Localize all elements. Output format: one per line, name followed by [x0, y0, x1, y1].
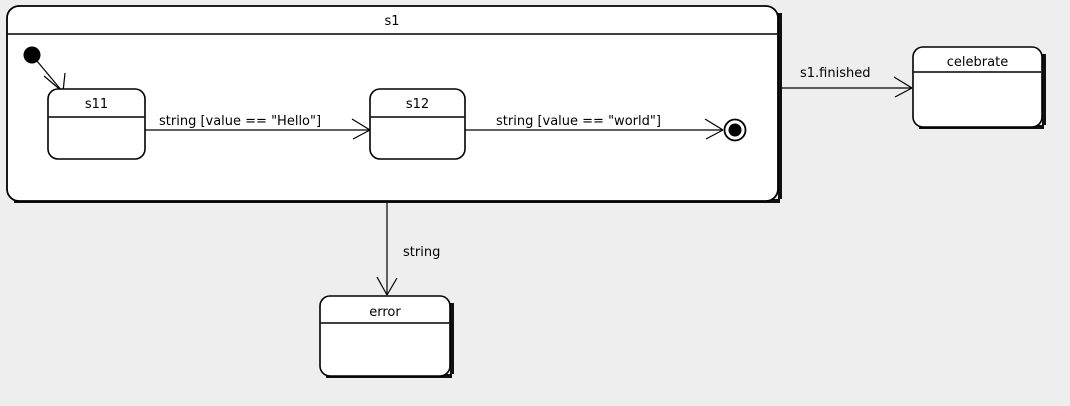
transition-s11-to-s12[interactable]: string [value == "Hello"]: [145, 114, 371, 140]
initial-state-dot[interactable]: [23, 46, 41, 64]
transition-s12-to-final[interactable]: string [value == "world"]: [465, 114, 724, 140]
state-s11-label: s11: [85, 97, 108, 112]
state-celebrate-body[interactable]: [912, 46, 1043, 128]
state-error[interactable]: error: [319, 295, 454, 378]
state-s11-body[interactable]: [47, 88, 146, 160]
final-state-bullseye[interactable]: [723, 118, 747, 142]
transition-s12-to-final-label: string [value == "world"]: [496, 114, 661, 129]
state-s12[interactable]: s12: [369, 88, 466, 160]
transition-s1-to-celebrate-label: s1.finished: [800, 66, 870, 81]
transition-s11-to-s12-arrowhead: [351, 118, 371, 140]
composite-state-s1-title: s1: [384, 14, 399, 29]
state-error-body[interactable]: [319, 295, 451, 377]
transition-s1-to-error-arrowhead: [376, 276, 398, 296]
transition-s1-to-error[interactable]: string: [376, 203, 440, 296]
transition-s12-to-final-arrowhead: [704, 118, 724, 140]
transition-s1-to-celebrate[interactable]: s1.finished: [780, 66, 913, 98]
state-s12-body[interactable]: [369, 88, 466, 160]
state-celebrate-label: celebrate: [947, 55, 1008, 70]
initial-state-dot-circle[interactable]: [23, 46, 41, 64]
transition-s11-to-s12-label: string [value == "Hello"]: [159, 114, 321, 129]
transition-initial-to-s11-line: [36, 60, 63, 92]
state-s11[interactable]: s11: [47, 88, 146, 160]
state-error-label: error: [369, 305, 401, 320]
state-celebrate[interactable]: celebrate: [912, 46, 1046, 129]
state-s12-label: s12: [406, 97, 429, 112]
transition-s1-to-celebrate-arrowhead: [893, 76, 913, 98]
transition-s1-to-error-label: string: [403, 245, 440, 260]
final-state-inner-dot: [728, 123, 742, 137]
